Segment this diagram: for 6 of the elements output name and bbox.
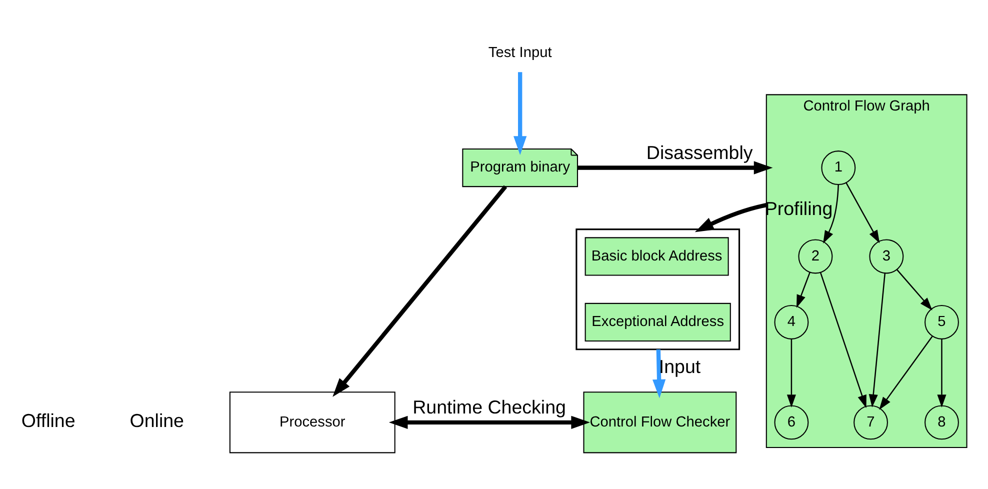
edge-label: Input — [658, 355, 701, 376]
label: Offline — [21, 410, 76, 431]
node-text: Test Input — [488, 44, 552, 60]
label: Online — [130, 410, 184, 431]
edge-label: Runtime Checking — [412, 396, 566, 417]
edge-label: Disassembly — [646, 141, 753, 162]
